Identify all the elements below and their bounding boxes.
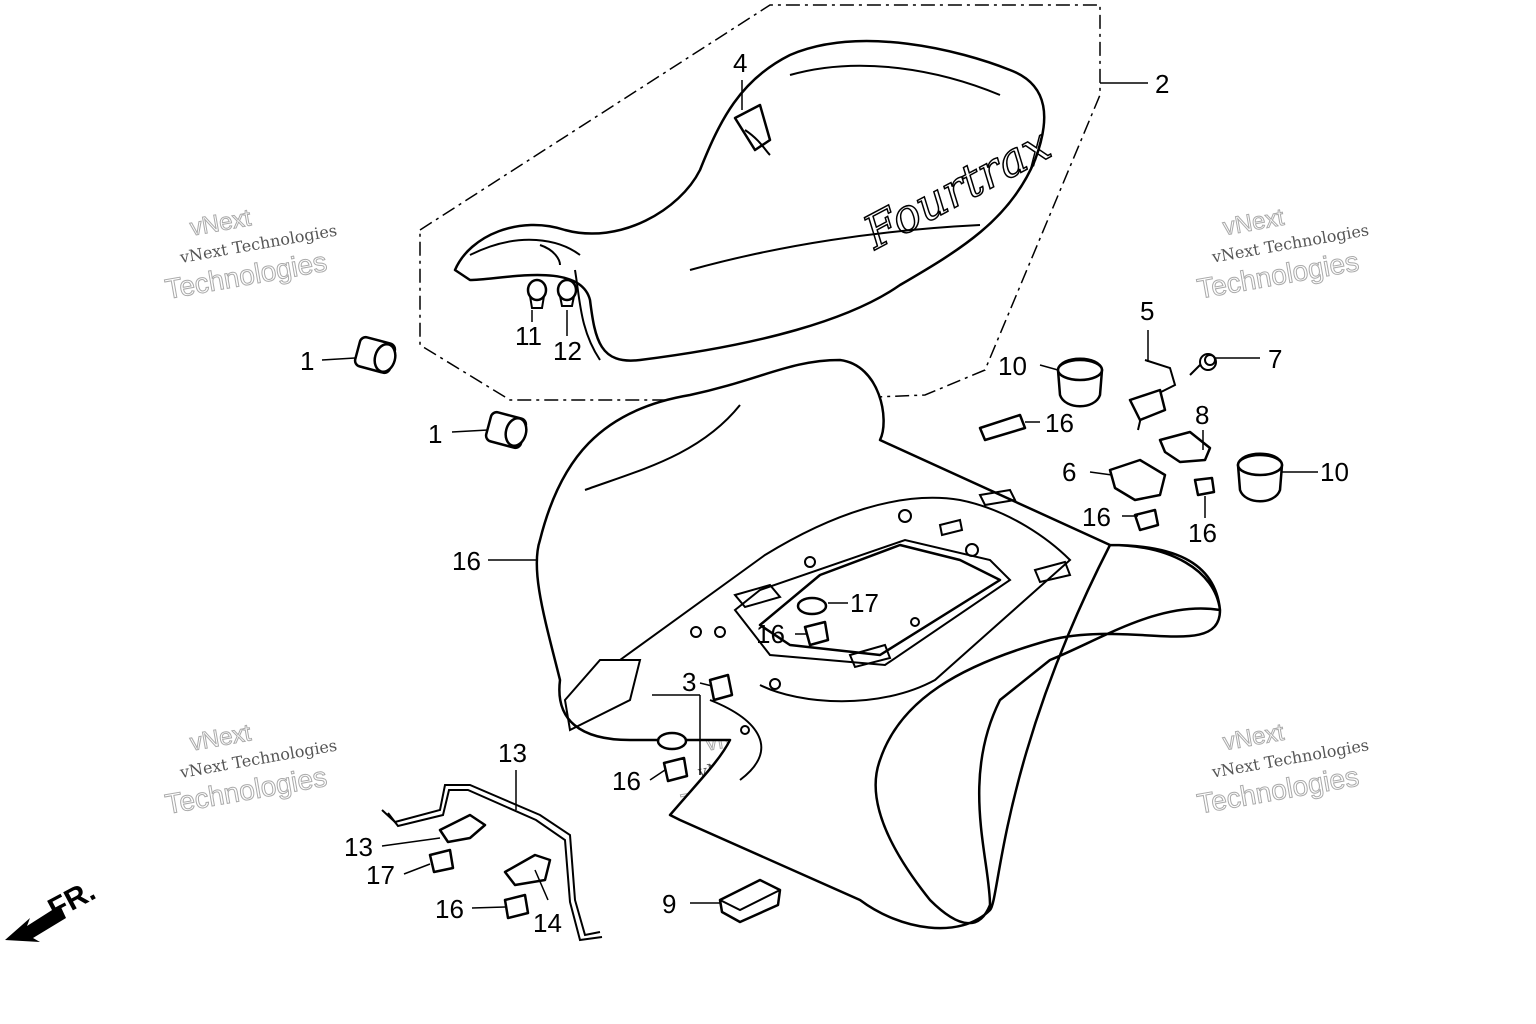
bracket-8 — [1158, 430, 1212, 464]
callout-3: 2 — [1155, 69, 1169, 99]
callout-10: 10 — [1320, 457, 1349, 487]
front-direction-arrow: FR. — [5, 874, 101, 942]
collar-16 — [1133, 508, 1160, 532]
callout-7: 7 — [1268, 344, 1282, 374]
leader-lines — [321, 80, 1318, 909]
callout-2: 3 — [682, 667, 696, 697]
collar-16 — [662, 756, 689, 783]
nut-2 — [708, 673, 734, 702]
rear-fender — [535, 358, 1222, 930]
rubber-cushion-1 — [353, 335, 397, 375]
callout-4: 4 — [733, 48, 747, 78]
callout-16: 16 — [612, 766, 641, 796]
callout-9: 9 — [662, 889, 676, 919]
collar-17 — [656, 731, 688, 751]
label-plate-15 — [978, 413, 1027, 442]
callout-11: 11 — [515, 321, 542, 351]
callout-16: 17 — [366, 860, 395, 890]
seat-lock-cable-12 — [381, 784, 603, 942]
callout-1: 1 — [428, 419, 442, 449]
grommet-10 — [1236, 452, 1284, 503]
callout-15: 16 — [1045, 408, 1074, 438]
callout-17: 17 — [850, 588, 879, 618]
spring-7 — [1189, 353, 1217, 376]
callout-16: 16 — [1188, 518, 1217, 548]
callout-13: 14 — [533, 908, 562, 938]
cable-bracket-13 — [503, 853, 552, 887]
rubber-cushion-1 — [484, 410, 528, 450]
collar-16 — [503, 893, 530, 920]
callout-labels: 2 4 11 12 1 1 5 7 10 16 8 6 10 16 16 16 … — [300, 48, 1349, 938]
callout-5: 5 — [1140, 296, 1154, 326]
callout-16: 16 — [1082, 502, 1111, 532]
collar-16 — [428, 848, 455, 874]
callout-10: 10 — [998, 351, 1027, 381]
callout-8: 8 — [1195, 400, 1209, 430]
seat-stud-11 — [556, 278, 578, 307]
collar-16 — [1193, 476, 1216, 497]
seat-stud-11 — [526, 278, 548, 309]
cable-bracket-13 — [438, 813, 487, 844]
seat-lock-6 — [1108, 458, 1167, 502]
pad-9 — [718, 878, 782, 924]
callout-12: 13 — [498, 738, 527, 768]
collar-16 — [803, 620, 830, 647]
callout-16: 16 — [435, 894, 464, 924]
grommet-10 — [1056, 357, 1104, 408]
callout-1: 1 — [300, 346, 314, 376]
seat: Fourtrax — [453, 39, 1060, 362]
callout-16: 16 — [756, 619, 785, 649]
callout-13: 13 — [344, 832, 373, 862]
callout-11: 12 — [553, 336, 582, 366]
seat-assembly-outline — [419, 4, 1101, 401]
callout-6: 6 — [1062, 457, 1076, 487]
seat-lock-link-5 — [1128, 359, 1177, 431]
collar-17 — [796, 596, 828, 616]
callout-14: 16 — [452, 546, 481, 576]
